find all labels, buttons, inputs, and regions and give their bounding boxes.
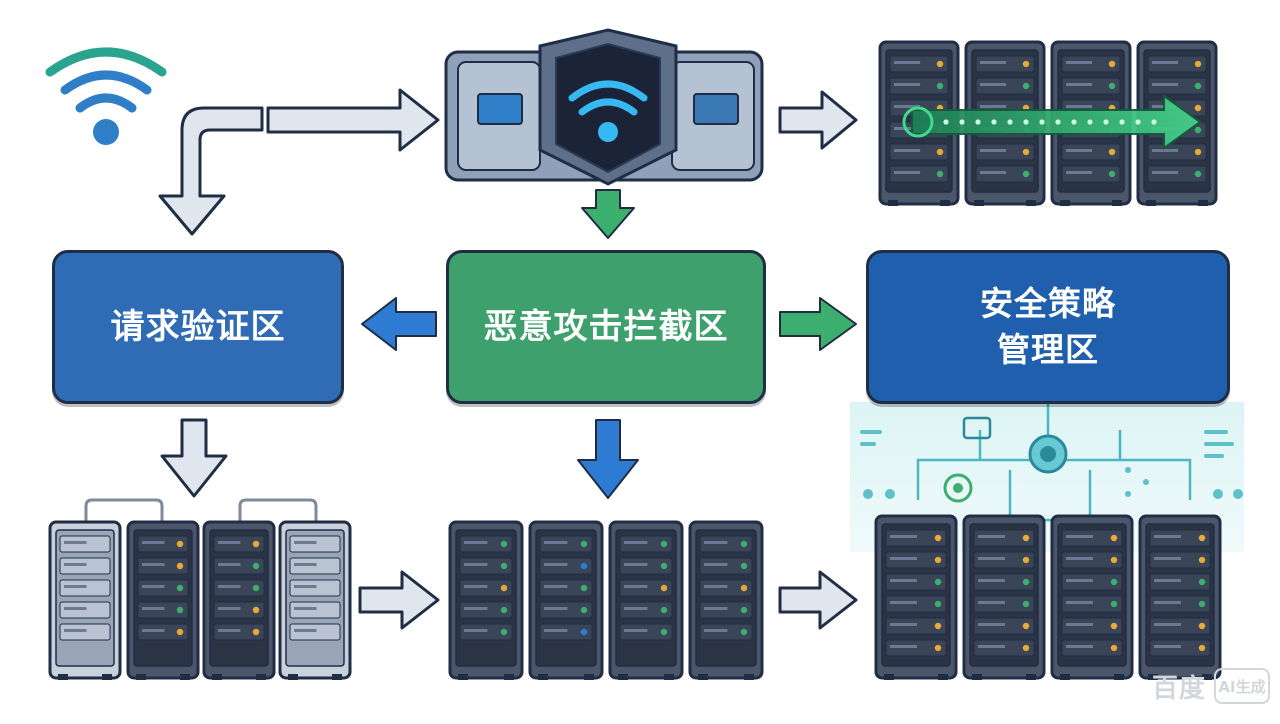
flow-layer [902, 94, 1202, 150]
server-rack-icon [126, 520, 200, 680]
request-verification-label: 请求验证区 [110, 307, 286, 347]
server-rack-icon [448, 520, 524, 680]
watermark-product: AI生成 [1214, 668, 1270, 704]
server-rack-icon [874, 514, 958, 680]
watermark-brand: 百度 [1152, 674, 1207, 704]
arrow-down-green [581, 189, 635, 239]
policy-management-zone[interactable]: 安全策略 管理区 [866, 250, 1230, 404]
server-rack-icon [688, 520, 764, 680]
policy-label-line1: 安全策略 [980, 284, 1116, 323]
wifi-icon [45, 47, 167, 145]
server-rack-icon [202, 520, 276, 680]
arrow-down-left [160, 418, 228, 498]
arrow-bottom-2 [778, 570, 858, 630]
server-rack-icon [962, 514, 1046, 680]
policy-management-label: 安全策略 管理区 [980, 281, 1116, 373]
arrow-to-top-servers [778, 90, 858, 150]
server-rack-icon [528, 520, 604, 680]
firewall-shield-icon [444, 28, 764, 186]
arrow-right-green [779, 297, 857, 351]
server-rack-icon [608, 520, 684, 680]
server-rack-icon [1050, 514, 1134, 680]
server-rack-icon [48, 520, 122, 680]
server-rack-icon [1138, 514, 1222, 680]
server-rack-icon [278, 520, 352, 680]
arrow-left-blue [361, 297, 437, 351]
arrow-bottom-1 [358, 570, 440, 630]
malicious-block-zone[interactable]: 恶意攻击拦截区 [446, 250, 766, 404]
request-verification-zone[interactable]: 请求验证区 [52, 250, 344, 404]
route-arrow-top-left [158, 88, 440, 236]
malicious-block-label: 恶意攻击拦截区 [483, 307, 729, 347]
arrow-down-blue [577, 419, 639, 499]
policy-label-line2: 管理区 [997, 330, 1099, 369]
